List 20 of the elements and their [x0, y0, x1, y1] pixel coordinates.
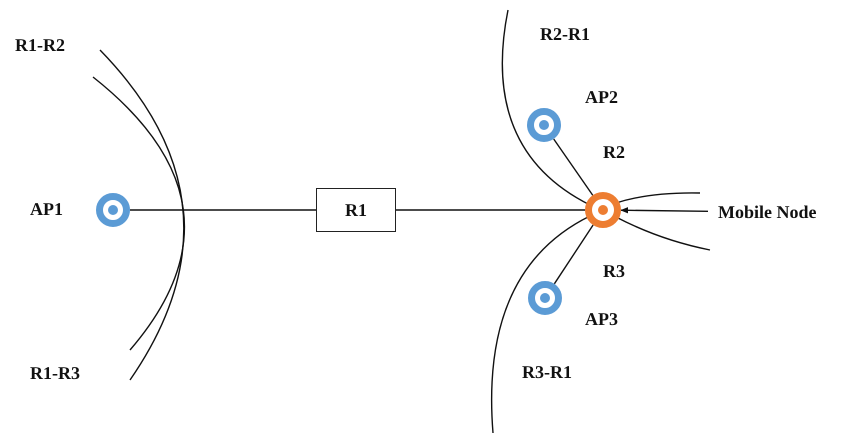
access-point-icon [585, 192, 621, 228]
access-point-icon [96, 193, 130, 227]
access-point-icon [528, 281, 562, 315]
region-label: R1-R2 [15, 36, 65, 54]
region-label: R1-R3 [30, 364, 80, 382]
access-point-label: AP2 [585, 88, 618, 106]
connection-line [554, 224, 594, 284]
connection-line [130, 209, 316, 211]
node-label: Mobile Node [718, 200, 846, 224]
router-box: R1 [316, 188, 396, 232]
region-label: R3-R1 [522, 363, 572, 381]
region-label: R2 [603, 143, 625, 161]
arrow [620, 207, 708, 214]
access-point-label: AP3 [585, 310, 618, 328]
connection-line [553, 138, 594, 196]
region-label: R3 [603, 262, 625, 280]
access-point-icon [527, 108, 561, 142]
connection-line [396, 209, 585, 211]
region-label: R2-R1 [540, 25, 590, 43]
access-point-label: AP1 [30, 200, 63, 218]
